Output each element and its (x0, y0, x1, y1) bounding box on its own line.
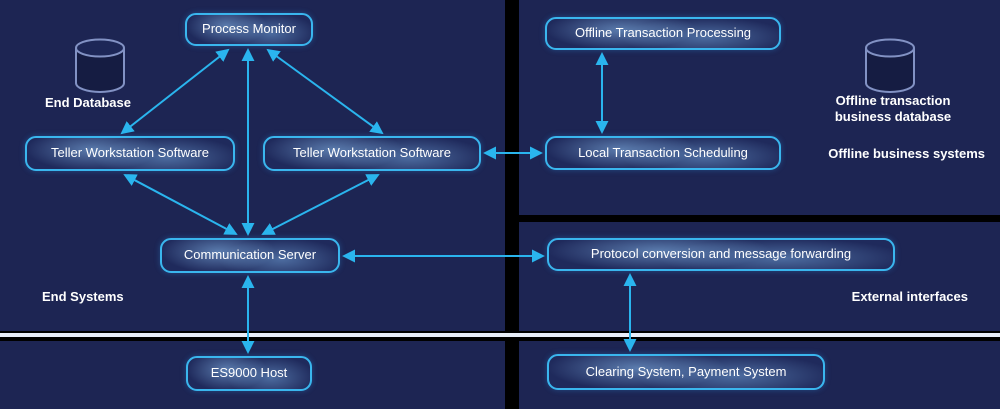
node-protocol-conversion-label: Protocol conversion and message forwardi… (590, 246, 852, 262)
node-teller-workstation-left-label: Teller Workstation Software (51, 145, 209, 161)
offline-database-label-line2: business database (834, 108, 952, 124)
database-icon-end (75, 38, 125, 93)
end-systems-label: End Systems (42, 289, 124, 304)
node-local-transaction-scheduling: Local Transaction Scheduling (545, 136, 781, 170)
node-teller-workstation-right-label: Teller Workstation Software (293, 145, 451, 161)
node-clearing-system-label: Clearing System, Payment System (585, 363, 787, 379)
node-process-monitor-label: Process Monitor (202, 21, 296, 37)
node-process-monitor: Process Monitor (185, 13, 313, 46)
separator-line (0, 333, 1000, 337)
node-es9000-host: ES9000 Host (186, 356, 312, 391)
offline-database-label-line1: Offline transaction (835, 93, 951, 108)
database-icon-offline (865, 38, 915, 93)
node-communication-server: Communication Server (160, 238, 340, 273)
node-local-transaction-scheduling-label: Local Transaction Scheduling (578, 144, 748, 160)
end-database-label: End Database (45, 95, 131, 110)
node-offline-transaction-processing-label: Offline Transaction Processing (574, 25, 752, 41)
external-interfaces-label: External interfaces (851, 289, 968, 304)
node-clearing-system: Clearing System, Payment System (547, 354, 825, 390)
node-protocol-conversion: Protocol conversion and message forwardi… (547, 238, 895, 271)
node-offline-transaction-processing: Offline Transaction Processing (545, 17, 781, 50)
offline-business-systems-label: Offline business systems (828, 146, 985, 161)
node-teller-workstation-left: Teller Workstation Software (25, 136, 235, 171)
node-communication-server-label: Communication Server (183, 247, 317, 263)
offline-database-label: Offline transaction business database (818, 93, 968, 124)
node-es9000-host-label: ES9000 Host (210, 365, 288, 381)
node-teller-workstation-right: Teller Workstation Software (263, 136, 481, 171)
